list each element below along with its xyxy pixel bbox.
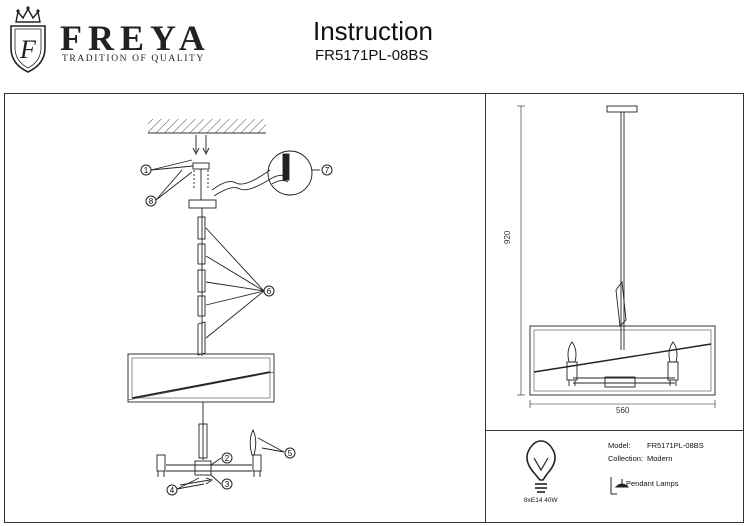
- document-model-code: FR5171PL-08BS: [315, 47, 429, 64]
- callout-4: 4: [166, 484, 178, 496]
- callout-8: 8: [145, 195, 157, 207]
- svg-text:4: 4: [170, 486, 175, 495]
- svg-text:3: 3: [225, 480, 230, 489]
- callout-7: 7: [321, 164, 333, 176]
- spec-collection-value: Modern: [647, 454, 673, 463]
- dimension-width: 560: [616, 406, 630, 415]
- callout-5: 5: [284, 447, 296, 459]
- spec-type-value: Pendant Lamps: [626, 479, 679, 488]
- ceiling-hatch: [148, 119, 266, 133]
- svg-text:7: 7: [325, 166, 330, 175]
- svg-text:8: 8: [149, 197, 154, 206]
- callout-2: 2: [221, 452, 233, 464]
- callout-3: 3: [221, 478, 233, 490]
- callout-1: 1: [140, 164, 152, 176]
- pendant-lamp-icon: [610, 477, 630, 495]
- spec-collection-label: Collection:: [608, 454, 644, 463]
- svg-text:1: 1: [144, 166, 149, 175]
- spec-model-label: Model:: [608, 441, 631, 450]
- svg-text:2: 2: [225, 454, 230, 463]
- assembly-callouts: 1 8 7 6 5 2 3 4: [140, 164, 333, 496]
- freya-logo-icon: F: [10, 6, 46, 73]
- dimension-height: 920: [503, 230, 512, 244]
- svg-text:F: F: [19, 35, 37, 64]
- spec-model-value: FR5171PL-08BS: [647, 441, 704, 450]
- dimension-drawing: [517, 105, 716, 408]
- svg-text:6: 6: [267, 287, 272, 296]
- callout-6: 6: [263, 285, 275, 297]
- svg-text:5: 5: [288, 449, 293, 458]
- document-title: Instruction: [313, 16, 433, 46]
- frame-divider-horizontal: [485, 430, 744, 431]
- brand-tagline: TRADITION OF QUALITY: [62, 54, 205, 64]
- bulb-spec: 8xE14 40W: [524, 497, 558, 504]
- instruction-frame: [4, 93, 744, 523]
- brand-name: FREYA: [60, 18, 211, 58]
- light-bulb-icon: [526, 440, 556, 493]
- assembly-diagram: [127, 119, 320, 490]
- frame-divider-vertical: [485, 93, 486, 523]
